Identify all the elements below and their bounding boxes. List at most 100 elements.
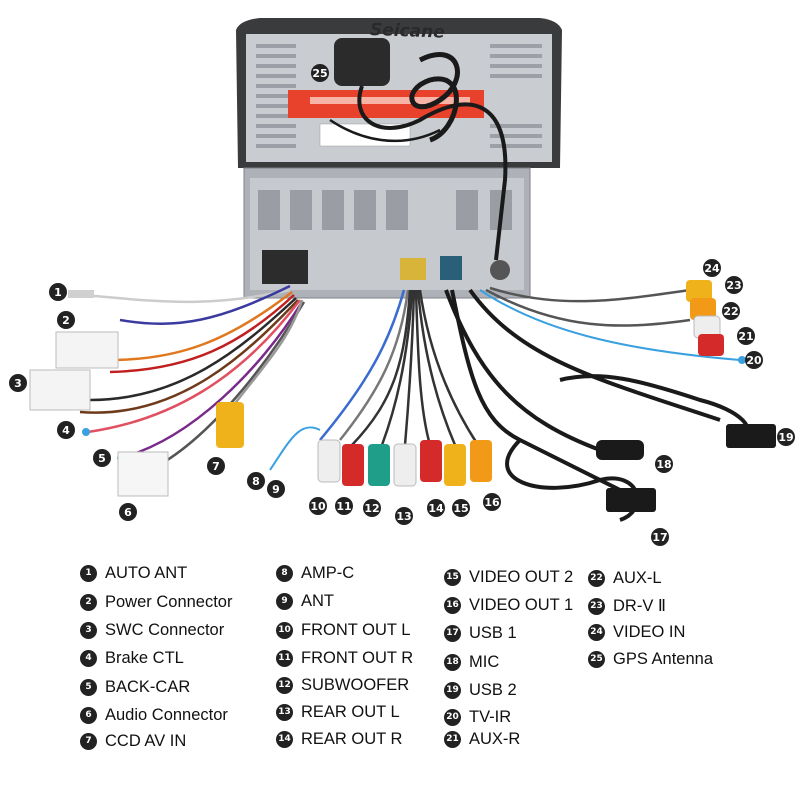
svg-text:24: 24 [704, 262, 720, 275]
number-badge: 14 [276, 730, 293, 748]
svg-text:2: 2 [62, 314, 70, 327]
legend-label: USB 1 [469, 623, 517, 642]
callout-5: 5 [93, 449, 111, 467]
main-socket [262, 250, 308, 284]
wire-brake [87, 299, 301, 434]
callout-10: 10 [309, 497, 327, 515]
rca-subwoofer [368, 444, 390, 486]
right-cables [444, 286, 750, 522]
rca-video-out-2 [444, 444, 466, 486]
gps-antenna-cable [357, 85, 508, 261]
wire-power-1 [119, 284, 291, 325]
svg-text:6: 6 [124, 506, 132, 519]
legend-label: AUX-R [469, 729, 521, 748]
number-badge: 1 [80, 564, 97, 582]
svg-text:4: 4 [62, 424, 70, 437]
mic-jack [596, 440, 644, 460]
gps-antenna [329, 38, 508, 261]
number-badge: 7 [80, 732, 97, 750]
number-badge: 17 [444, 624, 461, 642]
callout-18: 18 [655, 455, 673, 473]
left-connectors [29, 290, 244, 497]
legend-label: REAR OUT R [301, 729, 403, 748]
wire-front-l [351, 289, 412, 446]
svg-text:25: 25 [312, 67, 327, 80]
number-badge: 16 [444, 596, 461, 614]
callout-22: 22 [722, 302, 740, 320]
number-badge: 13 [276, 703, 293, 721]
gps-socket [490, 260, 510, 280]
swc-connector [29, 369, 91, 411]
rca-rear-out-r [420, 440, 442, 482]
callout-13: 13 [395, 507, 413, 525]
amp-c-lead [269, 426, 321, 471]
number-badge: 4 [80, 649, 97, 667]
gps-cable-coil [409, 52, 460, 143]
svg-text:14: 14 [428, 502, 444, 515]
legend-label: VIDEO OUT 2 [469, 567, 574, 586]
callout-19: 19 [777, 428, 795, 446]
svg-text:19: 19 [778, 431, 793, 444]
callout-14: 14 [427, 499, 445, 517]
svg-text:12: 12 [364, 502, 379, 515]
wire-power-2 [109, 291, 293, 362]
rca-front-out-l [317, 439, 341, 483]
rca-dr-v [690, 298, 716, 320]
callout-7: 7 [207, 457, 225, 475]
callout-24: 24 [703, 259, 721, 277]
svg-text:8: 8 [252, 475, 260, 488]
wire-front-r [380, 289, 414, 446]
wire-sub [403, 289, 416, 446]
callout-16: 16 [483, 493, 501, 511]
rca-video-in [686, 280, 712, 302]
number-badge: 2 [80, 593, 97, 611]
svg-text:17: 17 [652, 531, 667, 544]
cable-aux [485, 288, 691, 327]
antenna-lead [329, 118, 441, 143]
svg-text:20: 20 [746, 354, 762, 367]
wire-video [418, 289, 480, 446]
right-connectors [596, 280, 776, 512]
callout-11: 11 [335, 497, 353, 515]
legend-label: AUX-L [613, 568, 662, 587]
callout-21: 21 [737, 327, 755, 345]
callout-25: 25 [311, 64, 329, 82]
wire-amp-c [319, 289, 406, 441]
legend-label: SWC Connector [105, 620, 225, 639]
legend-item: 3 SWC Connector [80, 619, 224, 641]
svg-text:5: 5 [98, 452, 106, 465]
number-badge: 6 [80, 706, 97, 724]
usb2-port [726, 424, 776, 448]
callout-6: 6 [119, 503, 137, 521]
warning-sticker-text-bar [310, 97, 470, 104]
callout-9: 9 [267, 480, 285, 498]
auto-ant-tip [68, 290, 94, 298]
number-badge: 18 [444, 653, 461, 671]
number-badge: 9 [276, 592, 293, 610]
plate-ribs [258, 190, 512, 230]
number-badge: 3 [80, 621, 97, 639]
wire-swc [89, 297, 297, 402]
svg-text:23: 23 [726, 279, 741, 292]
number-badge: 12 [276, 676, 293, 694]
legend-label: FRONT OUT R [301, 648, 414, 667]
wire-audio [149, 301, 306, 472]
gps-antenna-body [334, 38, 390, 86]
svg-text:10: 10 [310, 500, 326, 513]
power-connector [55, 331, 119, 369]
legend-label: Power Connector [105, 592, 233, 611]
legend-label: TV-IR [469, 707, 512, 726]
head-unit: Seicane [236, 18, 562, 299]
audio-connector [117, 451, 169, 497]
callout-8: 8 [247, 472, 265, 490]
wire-back-car [119, 301, 304, 460]
